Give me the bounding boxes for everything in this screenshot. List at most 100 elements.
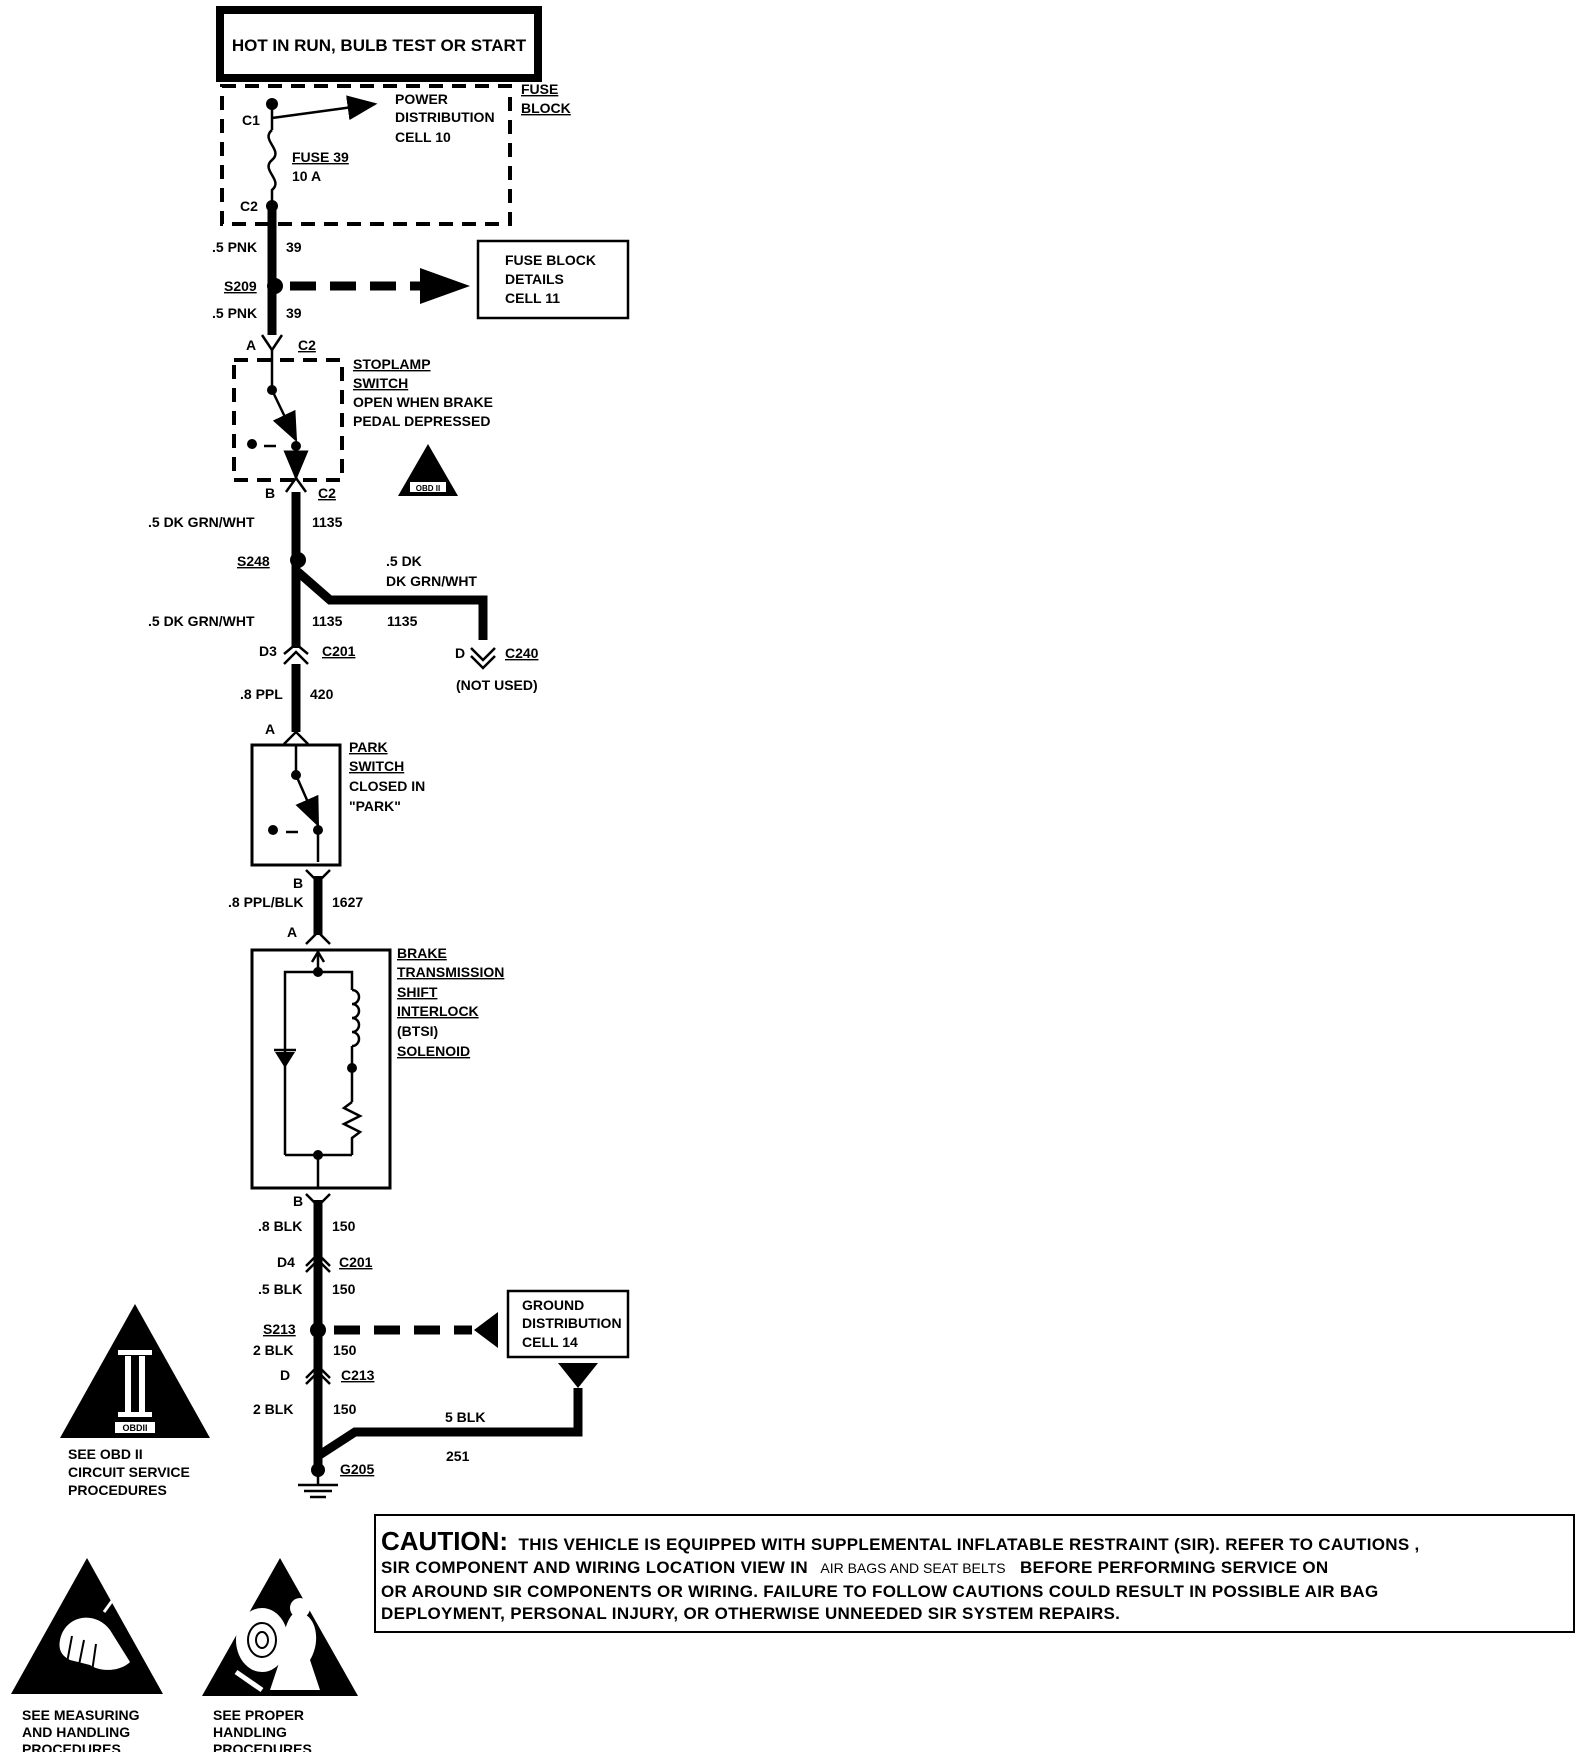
sir-line-1: SEE PROPER (213, 1707, 304, 1723)
wire-420-circuit: 420 (310, 686, 334, 702)
wire-1627-circuit: 1627 (332, 894, 363, 910)
caution-box: CAUTION: THIS VEHICLE IS EQUIPPED WITH S… (374, 1514, 1575, 1633)
fuse-block: FUSE BLOCK C1 POWER DISTRIBUTION CELL 10… (220, 81, 571, 226)
fuse-block-details-box: FUSE BLOCK DETAILS CELL 11 (476, 239, 630, 320)
fuse-rating: 10 A (292, 168, 321, 184)
splice-s209 (267, 278, 283, 294)
obd-small-label: OBD II (416, 484, 440, 493)
caution-text-line-1: CAUTION: THIS VEHICLE IS EQUIPPED WITH S… (381, 1526, 1420, 1556)
wire-251 (315, 1388, 583, 1460)
caution-line-3: OR AROUND SIR COMPONENTS OR WIRING. FAIL… (381, 1582, 1379, 1601)
c201-top-name: C201 (322, 643, 356, 659)
btsi-solenoid: A BRAKE TRANSMISSION SHIFT INTERLOCK (BT… (250, 924, 504, 1209)
c213-pin: D (280, 1367, 290, 1383)
c201-bottom-name: C201 (339, 1254, 373, 1270)
header-title: HOT IN RUN, BULB TEST OR START (232, 36, 527, 55)
obd-ii-badge: OBDII (122, 1423, 147, 1433)
s248-branch-label-1: .5 DK (386, 553, 422, 569)
wire-1135-branch (295, 568, 488, 640)
c240-pin: D (455, 645, 465, 661)
caution-line-2a: SIR COMPONENT AND WIRING LOCATION VIEW I… (381, 1558, 808, 1577)
park-pin-a: A (265, 721, 275, 737)
stoplamp-connector-c2-bottom: C2 (318, 485, 336, 501)
park-pin-b: B (293, 875, 303, 891)
ground-dist-line-3: CELL 14 (522, 1334, 578, 1350)
fuse-pin-c2: C2 (240, 198, 258, 214)
stoplamp-connector-c2-top: C2 (298, 337, 316, 353)
fuse-block-label-2: BLOCK (521, 100, 571, 116)
btsi-pin-a: A (287, 924, 297, 940)
stoplamp-connector-top (260, 334, 284, 353)
s213-arrow (474, 1312, 498, 1348)
c240-note: (NOT USED) (456, 677, 538, 693)
wire-39-top-circuit: 39 (286, 239, 302, 255)
c240-connector (470, 647, 496, 662)
wire-150-b-circuit: 150 (332, 1281, 356, 1297)
park-label-4: "PARK" (349, 798, 401, 814)
btsi-diode (275, 1052, 295, 1068)
wire-1135-top-circuit: 1135 (312, 514, 343, 530)
sir-line-3: PROCEDURES (213, 1741, 312, 1752)
c213-connector (305, 1364, 331, 1379)
ground-g205-label: G205 (340, 1461, 374, 1477)
park-label-2: SWITCH (349, 758, 404, 774)
header-box: HOT IN RUN, BULB TEST OR START (216, 6, 542, 82)
fuse-block-label-1: FUSE (521, 81, 558, 97)
esd-symbol: SEE MEASURING AND HANDLING PROCEDURES (11, 1558, 163, 1752)
btsi-coil (351, 988, 361, 1048)
wire-150-b-label: .5 BLK (258, 1281, 302, 1297)
c201-top-pin: D3 (259, 643, 277, 659)
ground-symbol-251 (558, 1363, 598, 1388)
power-dist-line-1: POWER (395, 91, 448, 107)
wire-1135-main-circuit: 1135 (312, 613, 343, 629)
park-switch: A PARK SWITCH CLOSED IN "PARK" B (250, 721, 425, 891)
stoplamp-label-4: PEDAL DEPRESSED (353, 413, 490, 429)
fuse-block-details-line-3: CELL 11 (505, 290, 560, 306)
c201-bottom-connector (305, 1252, 331, 1267)
wire-39-bottom-label: .5 PNK (212, 305, 257, 321)
obd-ii-line-1: SEE OBD II (68, 1446, 143, 1462)
stoplamp-switch: A C2 STOPLAMP SWITCH OPEN WHEN BRAKE PED… (232, 334, 493, 501)
btsi-resistor (341, 1101, 363, 1155)
wire-39-top-label: .5 PNK (212, 239, 257, 255)
fuse-symbol (267, 129, 277, 205)
btsi-pin-b: B (293, 1193, 303, 1209)
fuse-name: FUSE 39 (292, 149, 349, 165)
wire-251-label: 5 BLK (445, 1409, 485, 1425)
wire-150-d-circuit: 150 (333, 1401, 357, 1417)
esd-line-1: SEE MEASURING (22, 1707, 140, 1723)
splice-s213-label: S213 (263, 1321, 296, 1337)
c201-bottom-pin: D4 (277, 1254, 295, 1270)
stoplamp-label-1: STOPLAMP (353, 356, 431, 372)
splice-s248-label: S248 (237, 553, 270, 569)
s248-branch-label-2: DK GRN/WHT (386, 573, 477, 589)
c240-name: C240 (505, 645, 539, 661)
c201-top-connector (283, 642, 309, 655)
s248-branch-circuit: 1135 (387, 613, 418, 629)
btsi-label-2: TRANSMISSION (397, 964, 504, 980)
wire-39-bottom-circuit: 39 (286, 305, 302, 321)
esd-line-2: AND HANDLING (22, 1724, 130, 1740)
btsi-label-5: (BTSI) (397, 1023, 438, 1039)
ground-dist-line-2: DISTRIBUTION (522, 1315, 622, 1331)
fuse-c1-terminal (266, 98, 278, 110)
caution-line-1: THIS VEHICLE IS EQUIPPED WITH SUPPLEMENT… (519, 1535, 1420, 1554)
c213-name: C213 (341, 1367, 375, 1383)
stoplamp-connector-bottom (284, 475, 308, 493)
stoplamp-label-2: SWITCH (353, 375, 408, 391)
sir-line-2: HANDLING (213, 1724, 287, 1740)
caution-lead: CAUTION: (381, 1526, 508, 1556)
sir-symbol: SEE PROPER HANDLING PROCEDURES (202, 1558, 358, 1752)
power-distribution-arrow (271, 95, 378, 121)
wire-150-a-circuit: 150 (332, 1218, 356, 1234)
btsi-label-1: BRAKE (397, 945, 447, 961)
stoplamp-pin-a: A (246, 337, 256, 353)
fuse-block-details-line-1: FUSE BLOCK (505, 252, 596, 268)
s209-arrow (420, 268, 470, 304)
caution-line-2b: AIR BAGS AND SEAT BELTS (820, 1560, 1005, 1576)
obd-ii-line-3: PROCEDURES (68, 1482, 167, 1498)
wire-1135-top-label: .5 DK GRN/WHT (148, 514, 255, 530)
fuse-pin-c1: C1 (242, 112, 260, 128)
caution-line-4: DEPLOYMENT, PERSONAL INJURY, OR OTHERWIS… (381, 1604, 1120, 1623)
